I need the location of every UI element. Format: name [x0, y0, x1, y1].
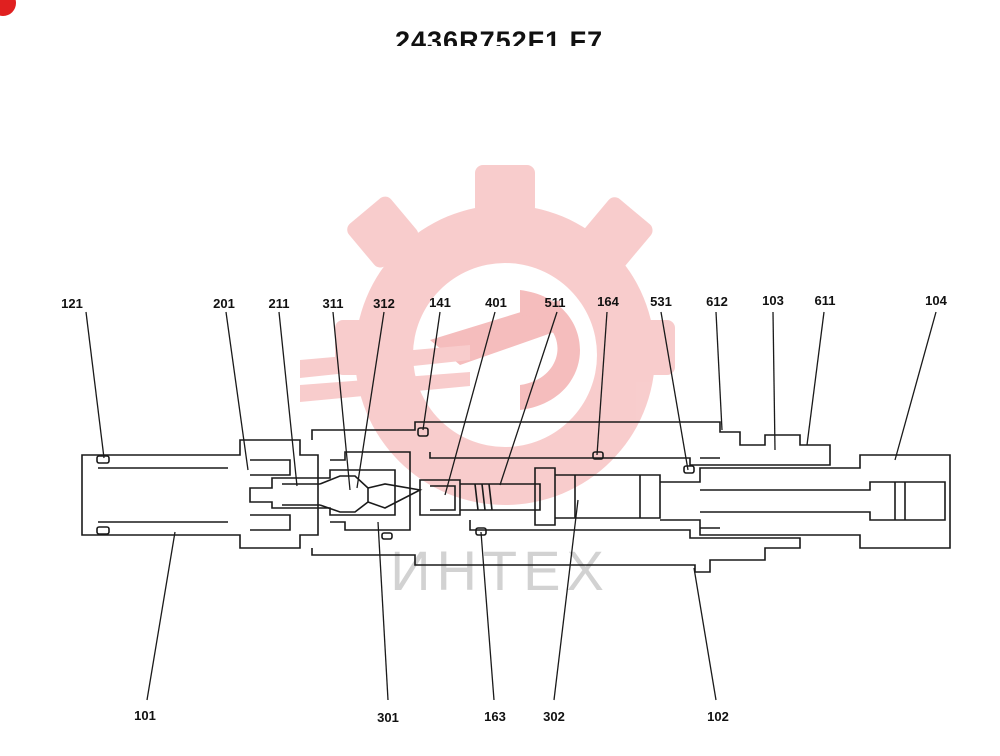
watermark-gear-icon [300, 165, 675, 505]
callout-164: 164 [597, 294, 619, 309]
callout-302: 302 [543, 709, 565, 724]
watermark-text: ИНТЕХ [390, 539, 610, 602]
callout-311: 311 [323, 296, 344, 311]
callout-401: 401 [485, 295, 507, 310]
callout-201: 201 [213, 296, 235, 311]
corner-logo-mark [0, 0, 16, 16]
callout-103: 103 [762, 293, 784, 308]
callout-121: 121 [61, 296, 83, 311]
drawing-title: 2436R752F1 F7 [395, 26, 604, 46]
callout-612: 612 [706, 294, 728, 309]
callout-101: 101 [134, 708, 156, 723]
callout-labels: 121 201 211 311 312 141 401 511 164 531 … [61, 293, 947, 725]
callout-611: 611 [815, 293, 836, 308]
callout-141: 141 [429, 295, 451, 310]
callout-511: 511 [545, 295, 566, 310]
callout-312: 312 [373, 296, 395, 311]
callout-531: 531 [650, 294, 672, 309]
leader-lines [85, 311, 937, 701]
callout-211: 211 [269, 296, 290, 311]
callout-163: 163 [484, 709, 506, 724]
callout-102: 102 [707, 709, 729, 724]
callout-301: 301 [377, 710, 399, 725]
callout-104: 104 [925, 293, 947, 308]
